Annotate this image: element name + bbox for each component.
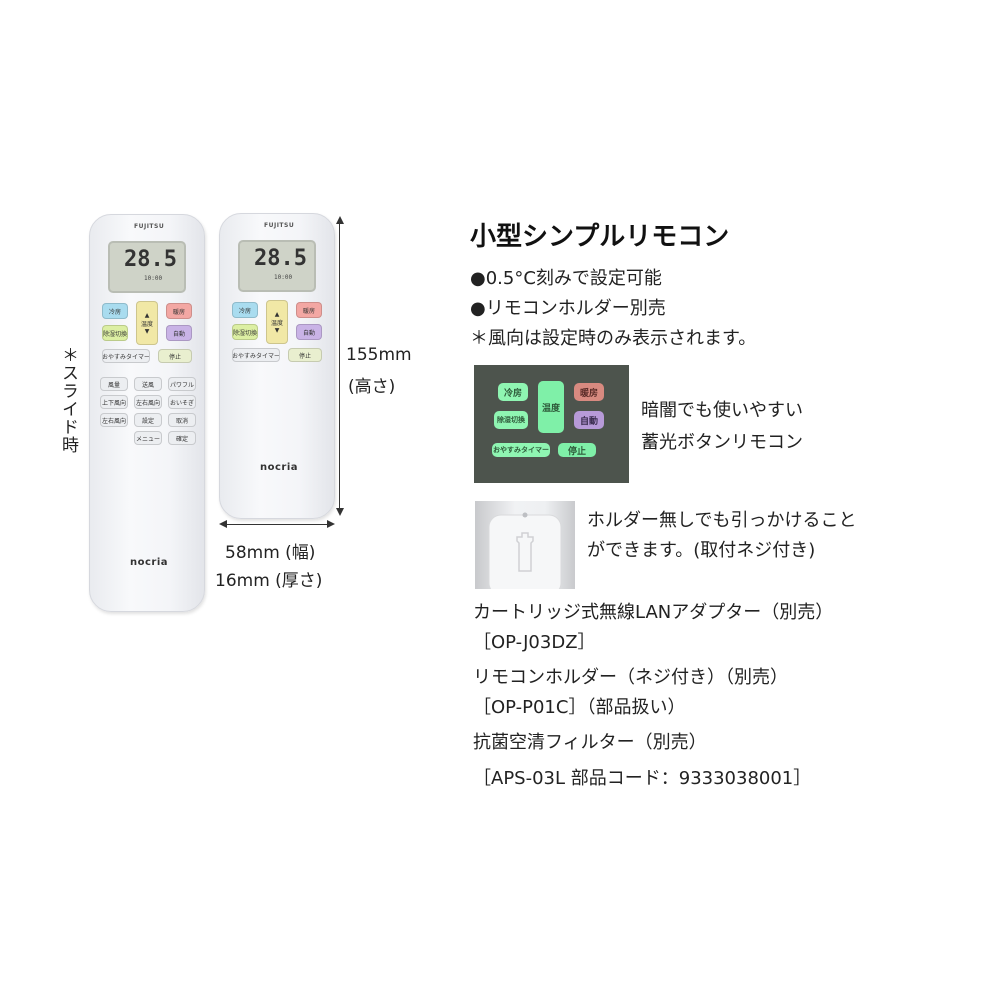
lcd-display: 28.5 10:00 [238,240,316,292]
temp-up-icon: ▲ [274,310,280,318]
accessory-filter: 抗菌空清フィルター（別売） [473,732,707,753]
hook-caption-line1: ホルダー無しでも引っかけること [587,510,857,531]
cool-button[interactable]: 冷房 [232,302,258,318]
dimension-arrow-down-icon [336,508,344,516]
dimension-arrow-left-icon [219,520,227,528]
height-label: (高さ) [348,377,396,397]
quick-button[interactable]: おいそぎ [168,395,196,409]
auto-button[interactable]: 自動 [166,325,192,341]
accessory-filter-code: ［APS-03L 部品コード：9333038001］ [473,768,812,789]
dimension-arrow-up-icon [336,216,344,224]
stop-button[interactable]: 停止 [288,348,322,362]
glow-temp-button: 温度 [538,381,564,433]
glow-cool-button: 冷房 [498,383,528,401]
width-dimension-line [225,524,329,525]
vertical-swing-button[interactable]: 上下風向 [100,395,128,409]
hook-caption-line2: ができます。(取付ネジ付き) [587,540,816,561]
brand-label: FUJITSU [134,223,165,230]
feature-holder: ●リモコンホルダー別売 [470,298,666,319]
accessory-holder-code: ［OP-P01C］（部品扱い） [473,697,686,718]
nocria-logo: nocria [130,557,169,568]
glow-dry-button: 除湿切換 [494,411,528,429]
auto-button[interactable]: 自動 [296,324,322,340]
stop-button[interactable]: 停止 [158,349,192,363]
sleep-timer-button[interactable]: おやすみタイマー [102,349,150,363]
height-dimension-line [339,222,340,510]
lcd-display: 28.5 10:00 [108,241,186,293]
fan-button[interactable]: 送風 [134,377,162,391]
width-value: 58mm (幅) [225,543,316,563]
temperature-label: 温度 [140,320,153,328]
nocria-logo: nocria [260,462,299,473]
horizontal-swing-button[interactable]: 左右風向 [134,395,162,409]
remote-closed: FUJITSU 28.5 10:00 冷房 暖房 除湿切換 自動 ▲ 温度 ▼ … [219,213,335,519]
heat-button[interactable]: 暖房 [296,302,322,318]
swing-button[interactable]: 左右風向 [100,413,128,427]
feature-half-degree: ●0.5°C刻みで設定可能 [470,268,662,289]
cool-button[interactable]: 冷房 [102,303,128,319]
temp-down-icon: ▼ [274,326,280,334]
temperature-button[interactable]: ▲ 温度 ▼ [266,300,288,344]
dimension-arrow-right-icon [327,520,335,528]
accessory-lan-adapter: カートリッジ式無線LANアダプター（別売） [473,602,834,623]
lcd-time: 10:00 [274,274,293,281]
accessory-holder: リモコンホルダー（ネジ付き）（別売） [473,667,788,688]
sleep-timer-button[interactable]: おやすみタイマー [232,348,280,362]
lcd-time: 10:00 [144,275,163,282]
accessory-lan-adapter-code: ［OP-J03DZ］ [473,632,596,653]
dry-button[interactable]: 除湿切換 [102,325,128,341]
hook-photo [475,501,575,589]
dry-button[interactable]: 除湿切換 [232,324,258,340]
slide-note: ＊スライド時 [58,346,78,454]
glow-stop-button: 停止 [558,443,596,457]
fan-speed-button[interactable]: 風量 [100,377,128,391]
brand-label: FUJITSU [264,222,295,229]
depth-value: 16mm (厚さ) [215,571,323,591]
cancel-button[interactable]: 取消 [168,413,196,427]
glow-caption-line1: 暗闇でも使いやすい [641,400,803,421]
heat-button[interactable]: 暖房 [166,303,192,319]
temperature-button[interactable]: ▲ 温度 ▼ [136,301,158,345]
powerful-button[interactable]: パワフル [168,377,196,391]
lcd-temperature: 28.5 [124,247,177,272]
confirm-button[interactable]: 確定 [168,431,196,445]
temperature-label: 温度 [270,319,283,327]
temp-up-icon: ▲ [144,311,150,319]
glow-auto-button: 自動 [574,411,604,429]
glow-timer-button: おやすみタイマー [492,443,550,457]
lcd-temperature: 28.5 [254,246,307,271]
feature-wind-note: ＊風向は設定時のみ表示されます。 [470,328,757,349]
page-title: 小型シンプルリモコン [470,222,730,252]
setting-button[interactable]: 設定 [134,413,162,427]
glow-caption-line2: 蓄光ボタンリモコン [641,432,803,453]
height-value: 155mm [346,345,412,365]
remote-slid: FUJITSU 28.5 10:00 冷房 暖房 除湿切換 自動 ▲ 温度 ▼ … [89,214,205,612]
menu-button[interactable]: メニュー [134,431,162,445]
temp-down-icon: ▼ [144,327,150,335]
glow-button-photo: 冷房 暖房 温度 除湿切換 自動 おやすみタイマー 停止 [474,365,629,483]
hook-outline-icon [488,512,562,589]
glow-heat-button: 暖房 [574,383,604,401]
